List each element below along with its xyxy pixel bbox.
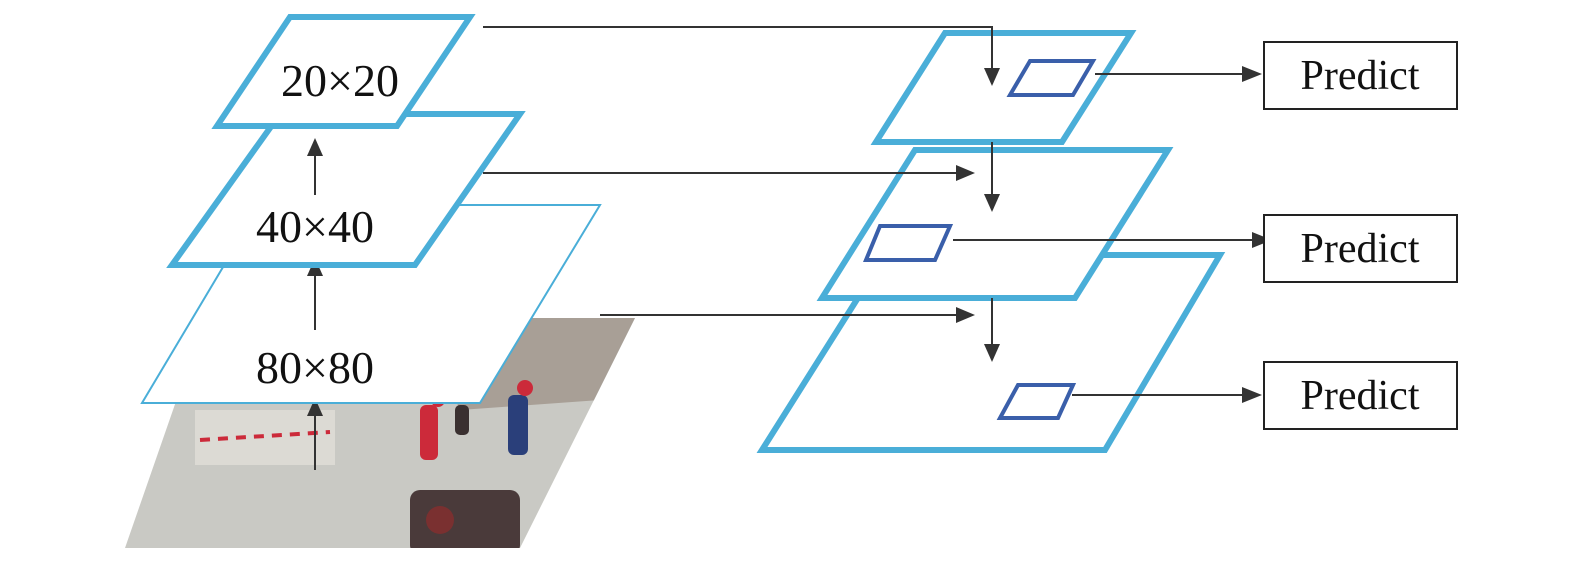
predict-box-top: Predict bbox=[1263, 41, 1458, 110]
arrow-40-to-20 bbox=[307, 138, 323, 195]
predict-label-bottom: Predict bbox=[1301, 373, 1420, 419]
predict-box-middle: Predict bbox=[1263, 214, 1458, 283]
level-label-40: 40×40 bbox=[256, 201, 374, 252]
neck-plane-middle bbox=[816, 147, 1174, 301]
connector-middle-to-predict bbox=[953, 232, 1272, 248]
connector-bottom-to-predict bbox=[1072, 387, 1262, 403]
image-barrier-stripes bbox=[199, 430, 331, 442]
anchor-box-bottom bbox=[996, 383, 1077, 420]
predict-box-bottom: Predict bbox=[1263, 361, 1458, 430]
anchor-box-middle bbox=[863, 224, 954, 262]
anchor-box-top bbox=[1006, 59, 1097, 97]
image-person-blue bbox=[508, 380, 533, 455]
connector-40-to-middle bbox=[483, 165, 975, 181]
predict-label-top: Predict bbox=[1301, 53, 1420, 99]
connector-80-to-bottom bbox=[600, 307, 975, 323]
connector-20-to-top bbox=[483, 26, 1000, 86]
neck-plane-top bbox=[870, 30, 1137, 145]
image-person-dark bbox=[455, 405, 469, 435]
image-vehicle bbox=[410, 490, 520, 548]
arrow-image-to-80 bbox=[307, 398, 323, 470]
level-label-80: 80×80 bbox=[256, 342, 374, 393]
feature-plane-20: 20×20 bbox=[211, 14, 476, 129]
feature-plane-40: 40×40 bbox=[166, 111, 526, 268]
arrow-neck-top-to-middle bbox=[984, 142, 1000, 212]
predict-label-middle: Predict bbox=[1301, 226, 1420, 272]
level-label-20: 20×20 bbox=[281, 55, 399, 106]
connector-top-to-predict bbox=[1095, 66, 1262, 82]
arrow-neck-middle-to-bottom bbox=[984, 298, 1000, 362]
